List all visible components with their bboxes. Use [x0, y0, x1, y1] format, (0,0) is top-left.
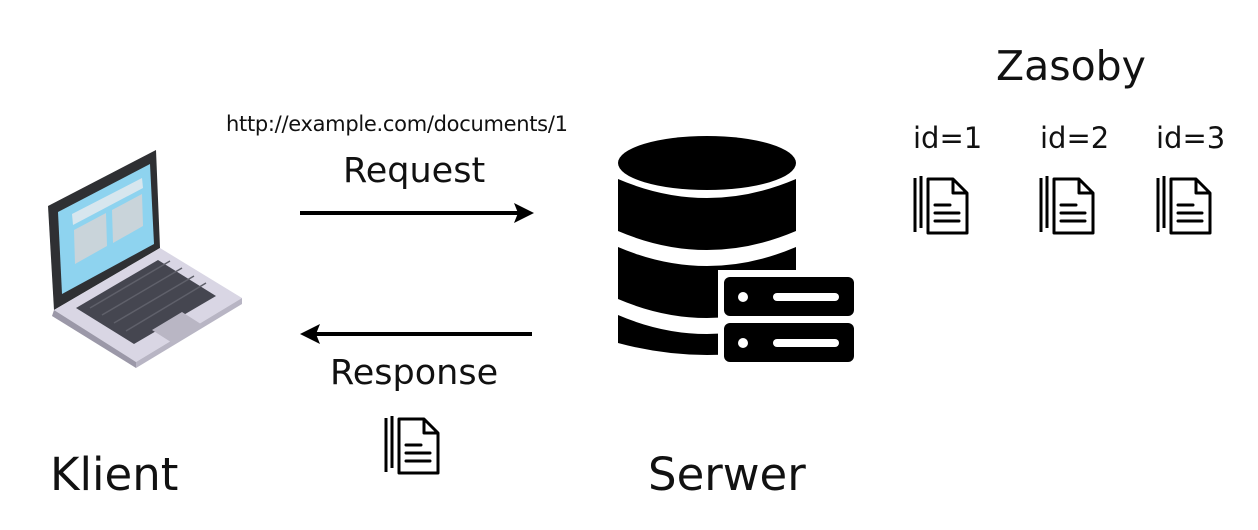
resource-id-label: id=2	[1040, 121, 1110, 155]
response-label: Response	[330, 353, 499, 393]
server-label: Serwer	[648, 448, 806, 501]
request-arrow	[300, 203, 534, 223]
database-server-icon	[618, 136, 858, 370]
response-document-icon	[384, 416, 440, 475]
response-arrow	[300, 324, 532, 344]
document-icon	[913, 176, 969, 235]
resources-title: Zasoby	[996, 42, 1146, 90]
client-label: Klient	[50, 448, 179, 501]
resource-id-label: id=1	[913, 121, 983, 155]
document-icon	[1156, 176, 1212, 235]
request-label: Request	[343, 151, 486, 191]
resource-id-label: id=3	[1156, 121, 1226, 155]
laptop-icon	[48, 150, 242, 368]
document-icon	[1039, 176, 1095, 235]
request-url: http://example.com/documents/1	[226, 112, 568, 136]
